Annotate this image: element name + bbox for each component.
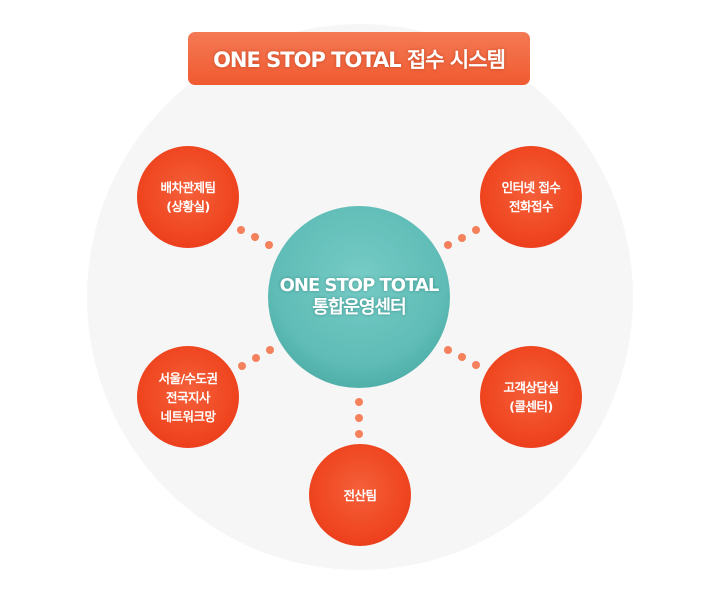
center-node: ONE STOP TOTAL 통합운영센터	[268, 206, 450, 388]
node-internet: 인터넷 접수 전화접수	[480, 146, 582, 248]
center-label-2: 통합운영센터	[312, 297, 406, 318]
diagram-title: ONE STOP TOTAL 접수 시스템	[188, 32, 530, 85]
node-network: 서울/수도권 전국지사 네트워크망	[137, 346, 239, 448]
node-label: 전화접수	[508, 199, 554, 214]
node-dispatch: 배차관제팀 (상황실)	[137, 146, 239, 248]
connector-dot	[472, 361, 480, 369]
node-it: 전산팀	[309, 444, 411, 546]
node-customer: 고객상담실 (콜센터)	[480, 346, 582, 448]
node-label: (콜센터)	[509, 399, 553, 414]
connector-dot	[355, 414, 363, 422]
node-label: 고객상담실	[503, 380, 559, 395]
connector-dot	[458, 353, 466, 361]
connector-dot	[355, 398, 363, 406]
center-label-1: ONE STOP TOTAL	[279, 275, 440, 296]
node-label: 전국지사	[165, 389, 211, 405]
node-label: 서울/수도권	[158, 370, 218, 386]
node-label: 배차관제팀	[160, 180, 216, 195]
connector-dot	[265, 241, 273, 249]
connector-dot	[472, 226, 480, 234]
connector-dot	[266, 346, 274, 354]
node-label: 네트워크망	[160, 408, 216, 424]
node-label: 전산팀	[343, 487, 377, 503]
connector-dot	[355, 430, 363, 438]
connector-dot	[251, 233, 259, 241]
connector-dot	[252, 354, 260, 362]
connector-dot	[237, 226, 245, 234]
node-label: 인터넷 접수	[501, 180, 561, 195]
connector-dot	[444, 346, 452, 354]
connector-dot	[238, 362, 246, 370]
connector-dot	[458, 234, 466, 242]
connector-dot	[444, 241, 452, 249]
title-text: ONE STOP TOTAL 접수 시스템	[213, 47, 506, 72]
node-label: (상황실)	[166, 199, 210, 214]
